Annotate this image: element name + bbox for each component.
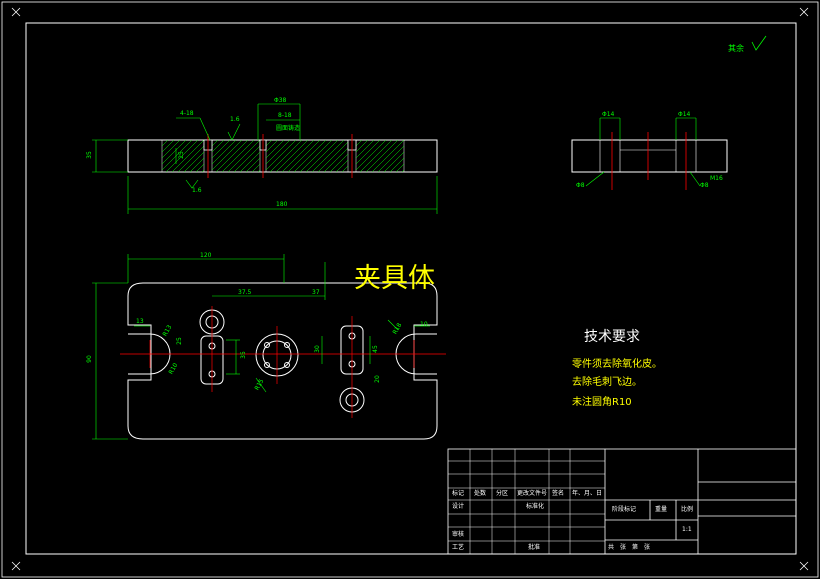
tech-requirements-heading: 技术要求 — [584, 329, 640, 345]
dim-plan-d4: 45 — [371, 345, 379, 353]
plan-view — [127, 282, 438, 440]
dim-plan-height: 90 — [85, 355, 93, 363]
front-view — [127, 134, 438, 178]
side-view — [571, 132, 728, 190]
dim-front-length: 180 — [276, 201, 288, 208]
dim-front-height: 35 — [85, 151, 93, 159]
dim-plan-d5: 20 — [373, 375, 381, 383]
tb-design: 设计 — [452, 503, 465, 510]
tb-zone: 分区 — [496, 490, 509, 497]
tb-signature: 签名 — [552, 490, 565, 497]
roughness-note: 其余 — [728, 44, 744, 53]
dim-side-a: Φ14 — [602, 111, 615, 118]
drawing-title: 夹具体 — [354, 263, 435, 294]
plan-dimension-lines — [92, 254, 430, 440]
title-block — [447, 448, 797, 555]
tb-review: 审核 — [452, 531, 465, 538]
tb-count: 处数 — [474, 490, 487, 497]
inner-frame — [25, 22, 797, 555]
dim-plan-w2: 10 — [420, 321, 428, 328]
tb-date: 年、月、日 — [572, 490, 603, 497]
tb-scale-value: 1:1 — [682, 526, 692, 533]
tb-process: 工艺 — [452, 544, 465, 551]
dim-front-counter: Φ38 — [274, 97, 287, 104]
tb-approve: 批准 — [528, 544, 541, 551]
dim-front-roughness-bottom: 1.6 — [192, 187, 202, 194]
dim-plan-d1: 25 — [175, 337, 183, 345]
tech-requirement-3: 未注圆角R10 — [572, 397, 632, 408]
frame-corner-marks — [11, 7, 809, 571]
dim-front-counter-depth: 8-18 — [278, 112, 292, 119]
tb-scale-label: 比例 — [681, 506, 694, 513]
dim-plan-b: 37 — [312, 289, 320, 296]
dim-front-roughness-top: 1.6 — [230, 116, 240, 123]
dim-side-e: M16 — [710, 175, 723, 182]
dim-side-b: Φ14 — [678, 111, 691, 118]
dim-plan-d2: 35 — [239, 351, 247, 359]
tb-stage: 阶段标记 — [612, 506, 637, 513]
tb-mark: 标记 — [452, 490, 465, 497]
dim-plan-d3: 30 — [313, 345, 321, 353]
front-dimension-lines — [92, 103, 438, 214]
dim-side-c: Φ8 — [576, 182, 585, 189]
tb-change-doc: 更改文件号 — [517, 490, 548, 497]
roughness-symbol — [751, 35, 767, 51]
dim-front-depth: 25 — [177, 151, 185, 159]
side-dimension-lines — [585, 117, 701, 187]
dim-front-hole: 4-18 — [180, 110, 194, 117]
dim-side-d: Φ8 — [700, 182, 709, 189]
tb-standard: 标准化 — [526, 503, 545, 510]
dim-plan-a: 37.5 — [238, 289, 252, 296]
tech-requirement-2: 去除毛刺飞边。 — [572, 377, 642, 388]
plan-center-lines — [120, 306, 446, 418]
tb-weight: 重量 — [655, 506, 668, 513]
tb-sheets: 共 张 第 张 — [608, 544, 651, 551]
dim-front-note: 圆面铸造 — [276, 125, 301, 132]
dim-plan-width: 120 — [200, 252, 212, 259]
tech-requirement-1: 零件须去除氧化皮。 — [572, 359, 662, 370]
dim-plan-w1: 13 — [136, 318, 144, 325]
